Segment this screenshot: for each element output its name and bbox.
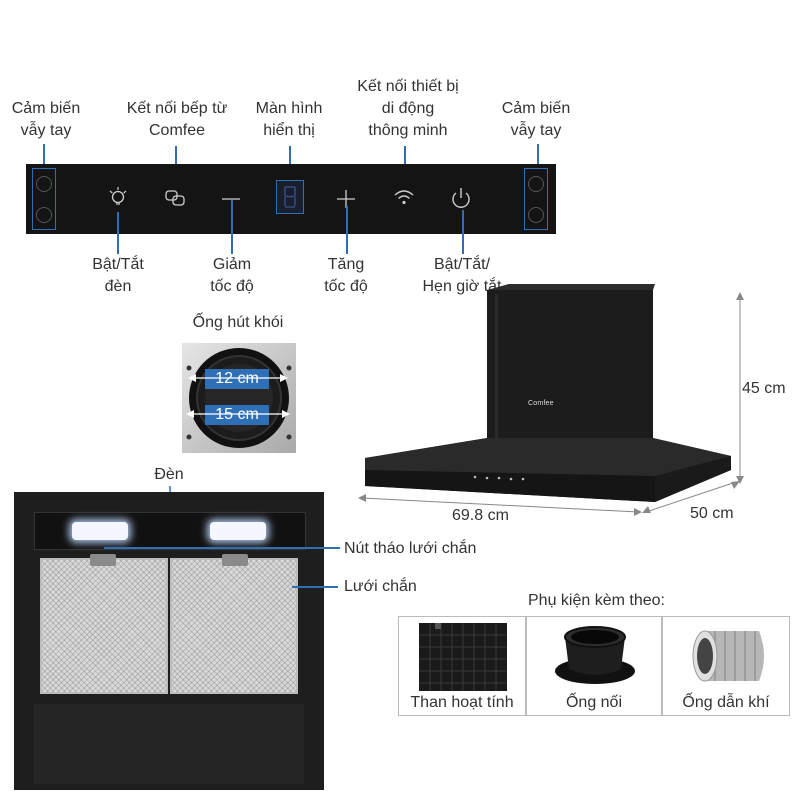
filter-release-tab-right[interactable] [222,554,248,566]
label-lamp: Đèn [154,466,184,483]
air-duct-image [692,630,764,682]
leader-power [462,210,464,254]
leader-mesh [292,586,338,588]
leader-speed-down [231,200,233,254]
label-mesh: Lưới chắn [344,578,417,595]
link-icon[interactable] [164,188,186,208]
lamp-right [210,522,266,540]
label-filter-release: Nút tháo lưới chắn [344,540,477,557]
accessory-air-duct: Ống dẫn khí [662,616,790,716]
duct-inner-bar [205,369,269,389]
minus-icon[interactable] [222,197,240,201]
duct-outer-bar [205,405,269,425]
accessory-name-charcoal: Than hoạt tính [410,694,514,711]
hood-height: 45 cm [742,380,786,397]
plus-icon[interactable] [337,190,355,208]
hand-sensor-left[interactable] [32,168,56,230]
light-bulb-icon[interactable] [108,186,128,210]
accessory-charcoal-filter: Than hoạt tính [398,616,526,716]
seven-segment-display-icon [276,180,304,214]
hand-sensor-right[interactable] [524,168,548,230]
accessory-connector: Ống nối [526,616,662,716]
hood-dimension-lines [358,292,744,516]
duct-title: Ống hút khói [192,314,284,331]
leader-release [104,547,340,549]
leader-light [117,212,119,254]
accessory-name-air-duct: Ống dẫn khí [682,694,770,711]
control-panel [26,164,556,234]
hood-depth: 50 cm [690,505,734,522]
lamp-left [72,522,128,540]
leader-sensor-right [537,144,539,168]
hood-width: 69.8 cm [452,507,509,524]
connector-ring-image [555,626,635,684]
leader-sensor-left [43,144,45,168]
leader-display [289,146,291,180]
leader-speed-up [346,206,348,254]
grease-filter-left[interactable] [40,558,168,694]
filter-view [14,492,324,790]
charcoal-filter-image [419,623,507,691]
accessory-name-connector: Ống nối [565,694,623,711]
power-icon[interactable] [450,186,472,210]
wifi-icon[interactable] [393,188,415,206]
accessories-title: Phụ kiện kèm theo: [528,592,665,609]
hood-brand-logo: Comfee [528,400,554,407]
duct-outer-diameter: 15 cm [215,406,259,423]
duct-inner-diameter: 12 cm [215,370,259,387]
range-hood [365,284,731,502]
label-power-timer: Bật/Tắt/Hẹn giờ tắt [422,256,502,295]
grease-filter-right[interactable] [170,558,298,694]
filter-box-bottom [34,704,304,784]
filter-release-tab-left[interactable] [90,554,116,566]
duct-arrows [186,374,290,418]
